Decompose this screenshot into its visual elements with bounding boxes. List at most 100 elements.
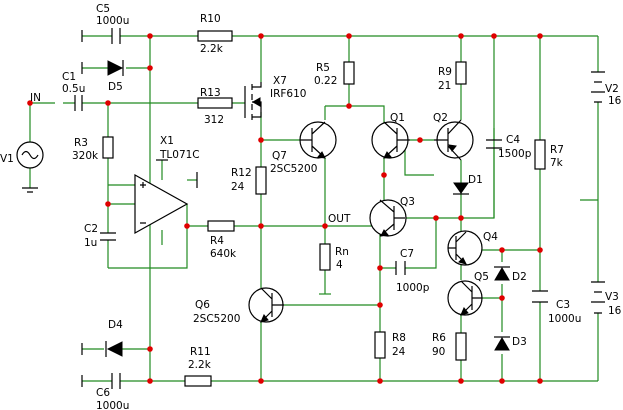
label-v1-ref: V1 bbox=[0, 153, 14, 165]
capacitor-c6 bbox=[81, 373, 121, 389]
label-x1-value: TL071C bbox=[159, 149, 200, 161]
resistor-r6 bbox=[455, 332, 467, 361]
label-c2-ref: C2 bbox=[84, 223, 98, 235]
label-c7-ref: C7 bbox=[400, 248, 414, 260]
resistor-r7 bbox=[534, 139, 546, 170]
capacitor-c5 bbox=[81, 28, 121, 44]
source-v1 bbox=[16, 141, 44, 193]
label-q2-ref: Q2 bbox=[433, 112, 448, 124]
transistor-q5 bbox=[447, 280, 483, 316]
label-d1-ref: D1 bbox=[468, 174, 483, 186]
label-d5-ref: D5 bbox=[108, 81, 123, 93]
label-v3-ref: V3 bbox=[605, 291, 619, 303]
diode-d3 bbox=[494, 336, 510, 351]
label-v2-value: 16 bbox=[608, 95, 622, 107]
label-c3-value: 1000u bbox=[548, 313, 581, 325]
labels: C5 1000u R10 2.2k C1 0.5u D5 IN R13 312 … bbox=[0, 3, 622, 410]
label-c1-value: 0.5u bbox=[62, 83, 85, 95]
label-q1-ref: Q1 bbox=[390, 112, 405, 124]
diode-d2 bbox=[494, 266, 510, 281]
battery-v2 bbox=[591, 71, 605, 103]
mosfet-x7 bbox=[244, 82, 262, 120]
label-r4-value: 640k bbox=[210, 248, 237, 260]
transistor-q1 bbox=[371, 121, 410, 159]
label-r11-value: 2.2k bbox=[188, 359, 212, 371]
capacitor-c3 bbox=[532, 290, 548, 303]
label-r12-value: 24 bbox=[231, 181, 245, 193]
opamp-x1 bbox=[134, 159, 198, 235]
label-c2-value: 1u bbox=[84, 237, 97, 249]
label-q7-ref: Q7 bbox=[272, 150, 287, 162]
resistor-r4 bbox=[207, 220, 235, 232]
label-r7-ref: R7 bbox=[550, 144, 564, 156]
label-r6-value: 90 bbox=[432, 346, 445, 358]
label-r9-ref: R9 bbox=[438, 66, 452, 78]
label-c4-ref: C4 bbox=[506, 134, 520, 146]
label-r4-ref: R4 bbox=[210, 235, 224, 247]
label-v2-ref: V2 bbox=[605, 83, 619, 95]
label-c6-ref: C6 bbox=[96, 387, 110, 399]
label-c7-value: 1000p bbox=[396, 282, 430, 294]
label-r8-ref: R8 bbox=[392, 332, 406, 344]
label-r3-ref: R3 bbox=[74, 137, 88, 149]
label-r13-ref: R13 bbox=[200, 87, 221, 99]
label-d2-ref: D2 bbox=[512, 271, 527, 283]
diode-d1 bbox=[453, 182, 469, 195]
label-rn-value: 4 bbox=[336, 259, 343, 271]
resistor-r12 bbox=[255, 166, 267, 195]
label-q7-value: 2SC5200 bbox=[270, 163, 317, 175]
battery-v3 bbox=[591, 281, 605, 314]
label-c5-value: 1000u bbox=[96, 15, 129, 27]
label-r10-ref: R10 bbox=[200, 13, 221, 25]
label-out: OUT bbox=[328, 213, 351, 225]
label-c6-value: 1000u bbox=[96, 400, 129, 410]
transistor-q4 bbox=[447, 230, 483, 266]
label-q6-ref: Q6 bbox=[195, 299, 210, 311]
label-v3-value: 16 bbox=[608, 305, 622, 317]
label-r5-value: 0.22 bbox=[314, 75, 337, 87]
transistor-q2 bbox=[434, 119, 474, 161]
resistor-r9 bbox=[455, 61, 467, 85]
label-c3-ref: C3 bbox=[556, 299, 570, 311]
transistor-q6 bbox=[248, 287, 284, 323]
capacitor-c4 bbox=[486, 139, 502, 149]
resistor-rn bbox=[319, 243, 331, 271]
label-in: IN bbox=[30, 92, 41, 104]
label-r10-value: 2.2k bbox=[200, 43, 224, 55]
capacitor-c1 bbox=[74, 95, 83, 111]
capacitor-c2 bbox=[100, 232, 116, 241]
label-q6-value: 2SC5200 bbox=[193, 313, 240, 325]
label-q5-ref: Q5 bbox=[474, 271, 489, 283]
transistor-q3 bbox=[369, 199, 407, 237]
resistor-r10 bbox=[197, 30, 233, 42]
label-r6-ref: R6 bbox=[432, 332, 446, 344]
label-r8-value: 24 bbox=[392, 346, 406, 358]
label-c1-ref: C1 bbox=[62, 71, 76, 83]
capacitor-c7 bbox=[395, 261, 406, 275]
label-rn-ref: Rn bbox=[335, 246, 349, 258]
label-x1-ref: X1 bbox=[160, 135, 174, 147]
label-r9-value: 21 bbox=[438, 80, 451, 92]
resistor-r8 bbox=[374, 331, 386, 359]
label-d3-ref: D3 bbox=[512, 336, 527, 348]
label-r11-ref: R11 bbox=[190, 346, 211, 358]
transistor-q7 bbox=[299, 121, 337, 159]
label-r3-value: 320k bbox=[72, 150, 99, 162]
resistor-r11 bbox=[184, 375, 212, 387]
label-c5-ref: C5 bbox=[96, 3, 110, 15]
resistor-r13 bbox=[197, 97, 233, 109]
label-r7-value: 7k bbox=[550, 157, 564, 169]
resistor-r5 bbox=[343, 61, 355, 85]
label-d4-ref: D4 bbox=[108, 319, 123, 331]
label-q3-ref: Q3 bbox=[400, 196, 415, 208]
diode-d4 bbox=[81, 341, 123, 357]
resistor-r3 bbox=[102, 136, 114, 159]
label-c4-value: 1500p bbox=[498, 148, 532, 160]
label-x7-value: IRF610 bbox=[270, 88, 306, 100]
label-r13-value: 312 bbox=[204, 114, 224, 126]
label-r5-ref: R5 bbox=[316, 62, 330, 74]
label-x7-ref: X7 bbox=[273, 75, 287, 87]
diode-d5 bbox=[81, 60, 124, 76]
label-r12-ref: R12 bbox=[231, 167, 252, 179]
